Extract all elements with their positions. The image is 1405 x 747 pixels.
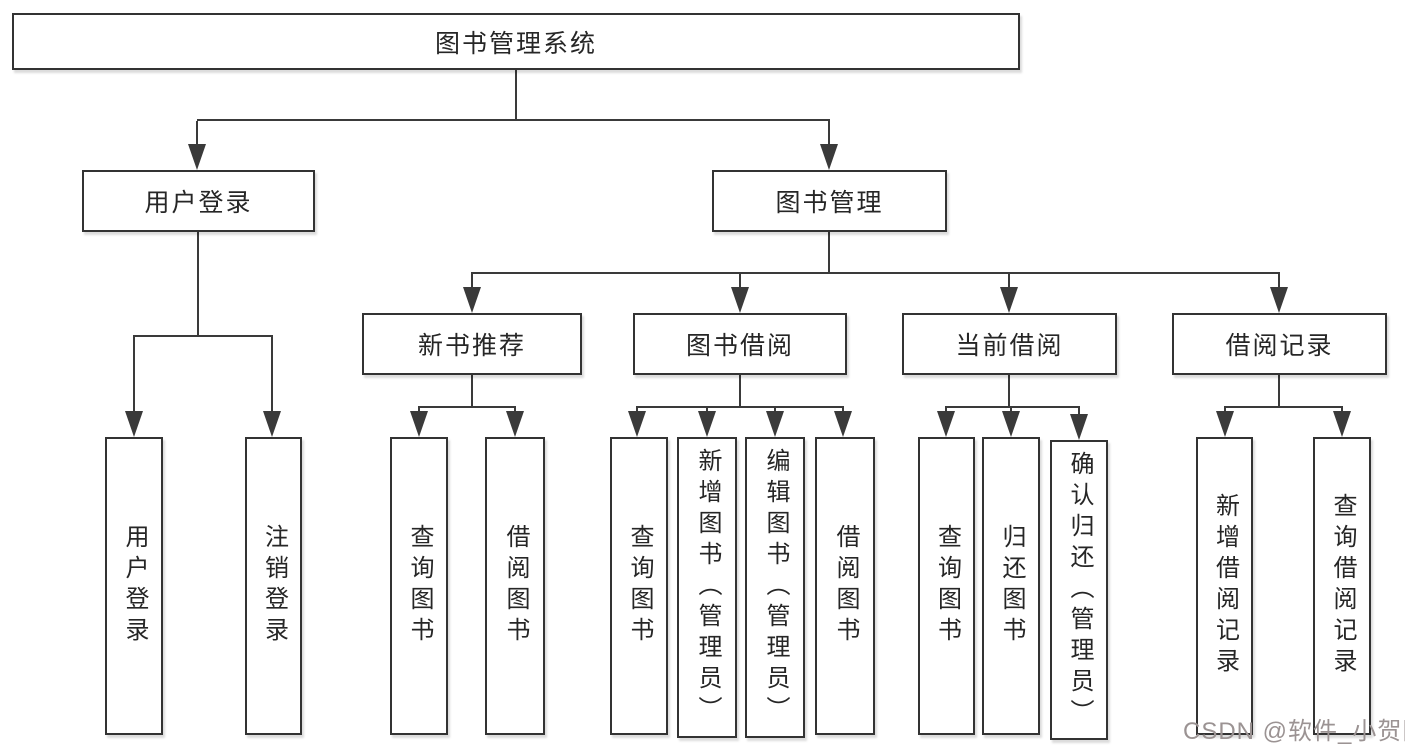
leaf-br-add-record: 新增借阅记录 [1196, 437, 1253, 735]
leaf-bb-add-books-admin-label: 新增图书（管理员） [694, 448, 721, 727]
connector [197, 119, 830, 121]
connector [471, 375, 473, 408]
connector [515, 70, 517, 120]
leaf-bb-borrow-books: 借阅图书 [815, 437, 875, 735]
leaf-br-query-record: 查询借阅记录 [1313, 437, 1371, 735]
leaf-bb-query-books: 查询图书 [610, 437, 668, 735]
connector [418, 406, 516, 408]
node-current-borrow-label: 当前借阅 [955, 332, 1064, 360]
csdn-watermark: CSDN @软件_小贺同学 [1183, 718, 1405, 745]
leaf-logout: 注销登录 [245, 437, 302, 735]
connector [739, 375, 741, 408]
arrowhead-icon [731, 287, 749, 313]
leaf-rec-borrow-books: 借阅图书 [485, 437, 545, 735]
arrowhead-icon [410, 411, 428, 437]
node-book-management: 图书管理 [712, 170, 947, 232]
node-current-borrow: 当前借阅 [902, 313, 1117, 375]
arrowhead-icon [698, 411, 716, 437]
arrowhead-icon [506, 411, 524, 437]
leaf-rec-query-books-label: 查询图书 [406, 524, 433, 648]
node-borrow-records-label: 借阅记录 [1225, 332, 1334, 360]
node-book-borrow-label: 图书借阅 [685, 332, 794, 360]
connector [271, 337, 273, 413]
node-root: 图书管理系统 [12, 13, 1020, 70]
node-new-book-recommend-label: 新书推荐 [417, 332, 526, 360]
node-user-login: 用户登录 [82, 170, 315, 232]
arrowhead-icon [263, 411, 281, 437]
leaf-cb-return-books: 归还图书 [982, 437, 1040, 735]
leaf-br-add-record-label: 新增借阅记录 [1211, 493, 1239, 679]
arrowhead-icon [188, 144, 206, 170]
leaf-cb-confirm-return-admin-label: 确认归还（管理员） [1066, 450, 1093, 730]
connector [471, 274, 473, 290]
arrowhead-icon [1216, 411, 1234, 437]
connector [1008, 274, 1010, 290]
leaf-user-login-label: 用户登录 [121, 524, 148, 648]
arrowhead-icon [1270, 287, 1288, 313]
connector [133, 337, 135, 413]
node-user-login-label: 用户登录 [144, 189, 253, 217]
connector [1278, 274, 1280, 290]
arrowhead-icon [834, 411, 852, 437]
leaf-logout-label: 注销登录 [260, 524, 288, 648]
connector [133, 335, 273, 337]
node-book-management-label: 图书管理 [775, 189, 884, 217]
arrowhead-icon [1000, 287, 1018, 313]
leaf-bb-query-books-label: 查询图书 [626, 524, 653, 648]
connector [636, 406, 844, 408]
connector [739, 274, 741, 290]
connector [1078, 407, 1080, 415]
connector [828, 121, 830, 149]
arrowhead-icon [1070, 414, 1088, 440]
arrowhead-icon [766, 411, 784, 437]
arrowhead-icon [125, 411, 143, 437]
arrowhead-icon [463, 287, 481, 313]
node-new-book-recommend: 新书推荐 [362, 313, 582, 375]
arrowhead-icon [820, 144, 838, 170]
leaf-rec-borrow-books-label: 借阅图书 [502, 524, 529, 648]
node-book-borrow: 图书借阅 [633, 313, 847, 375]
connector [196, 121, 198, 149]
leaf-bb-edit-books-admin-label: 编辑图书（管理员） [762, 448, 789, 727]
arrowhead-icon [1002, 411, 1020, 437]
connector [1278, 375, 1280, 408]
connector [828, 232, 830, 273]
leaf-cb-confirm-return-admin: 确认归还（管理员） [1050, 440, 1108, 740]
arrowhead-icon [937, 411, 955, 437]
connector [1224, 406, 1343, 408]
connector [1008, 375, 1010, 408]
leaf-user-login: 用户登录 [105, 437, 163, 735]
arrowhead-icon [1333, 411, 1351, 437]
leaf-cb-query-books-label: 查询图书 [933, 524, 961, 648]
leaf-bb-borrow-books-label: 借阅图书 [832, 524, 859, 648]
connector [471, 272, 1280, 274]
leaf-br-query-record-label: 查询借阅记录 [1329, 493, 1356, 679]
arrowhead-icon [628, 411, 646, 437]
leaf-cb-query-books: 查询图书 [918, 437, 975, 735]
leaf-rec-query-books: 查询图书 [390, 437, 448, 735]
node-root-label: 图书管理系统 [434, 29, 597, 58]
connector [197, 232, 199, 336]
leaf-cb-return-books-label: 归还图书 [998, 524, 1025, 648]
leaf-bb-edit-books-admin: 编辑图书（管理员） [745, 437, 805, 738]
node-borrow-records: 借阅记录 [1172, 313, 1387, 375]
connector [945, 406, 1080, 408]
leaf-bb-add-books-admin: 新增图书（管理员） [677, 437, 737, 738]
